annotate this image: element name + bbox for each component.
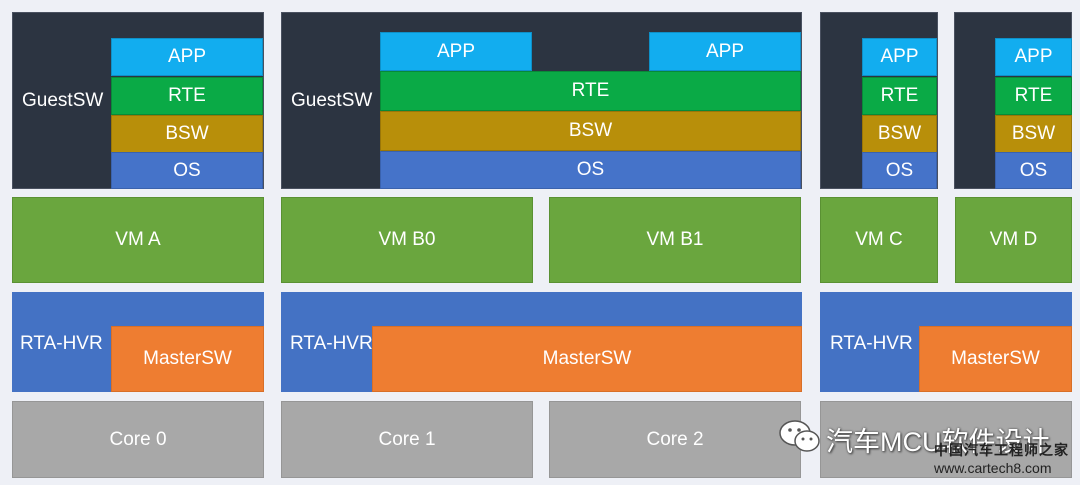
mastersw-cd: MasterSW — [919, 326, 1072, 392]
rte-layer-b: RTE — [380, 71, 801, 111]
rte-layer-a: RTE — [111, 77, 263, 115]
mastersw-b: MasterSW — [372, 326, 802, 392]
os-layer-b: OS — [380, 151, 801, 189]
core-3-partial — [820, 401, 1072, 478]
rte-layer-d: RTE — [995, 77, 1072, 115]
vm-b1: VM B1 — [549, 197, 801, 283]
bsw-layer-c: BSW — [862, 115, 937, 153]
rta-hvr-label-b: RTA-HVR — [290, 333, 373, 354]
guestsw-label-b: GuestSW — [291, 90, 373, 111]
bsw-layer-d: BSW — [995, 115, 1072, 153]
os-layer-a: OS — [111, 152, 263, 189]
app-layer-d: APP — [995, 38, 1072, 76]
rte-layer-c: RTE — [862, 77, 937, 115]
rta-hvr-label-cd: RTA-HVR — [830, 333, 913, 354]
core-2: Core 2 — [549, 401, 801, 478]
bsw-layer-a: BSW — [111, 115, 263, 153]
core-1: Core 1 — [281, 401, 533, 478]
app-layer-b0: APP — [380, 32, 532, 71]
vm-b0: VM B0 — [281, 197, 533, 283]
rta-hvr-label-a: RTA-HVR — [20, 333, 103, 354]
bsw-layer-b: BSW — [380, 111, 801, 151]
watermark-url: www.cartech8.com — [934, 460, 1052, 476]
app-layer-b1: APP — [649, 32, 801, 71]
guestsw-label-a: GuestSW — [22, 90, 104, 111]
os-layer-d: OS — [995, 152, 1072, 189]
vm-a: VM A — [12, 197, 264, 283]
vm-d: VM D — [955, 197, 1072, 283]
watermark-subtitle: 中国汽车工程师之家 — [934, 442, 1069, 458]
watermark-title: 汽车MCU软件设计 — [826, 427, 1050, 457]
app-layer-c: APP — [862, 38, 937, 76]
core-0: Core 0 — [12, 401, 264, 478]
vm-c: VM C — [820, 197, 938, 283]
mastersw-a: MasterSW — [111, 326, 264, 392]
os-layer-c: OS — [862, 152, 937, 189]
wechat-icon — [779, 420, 820, 452]
app-layer-a: APP — [111, 38, 263, 76]
